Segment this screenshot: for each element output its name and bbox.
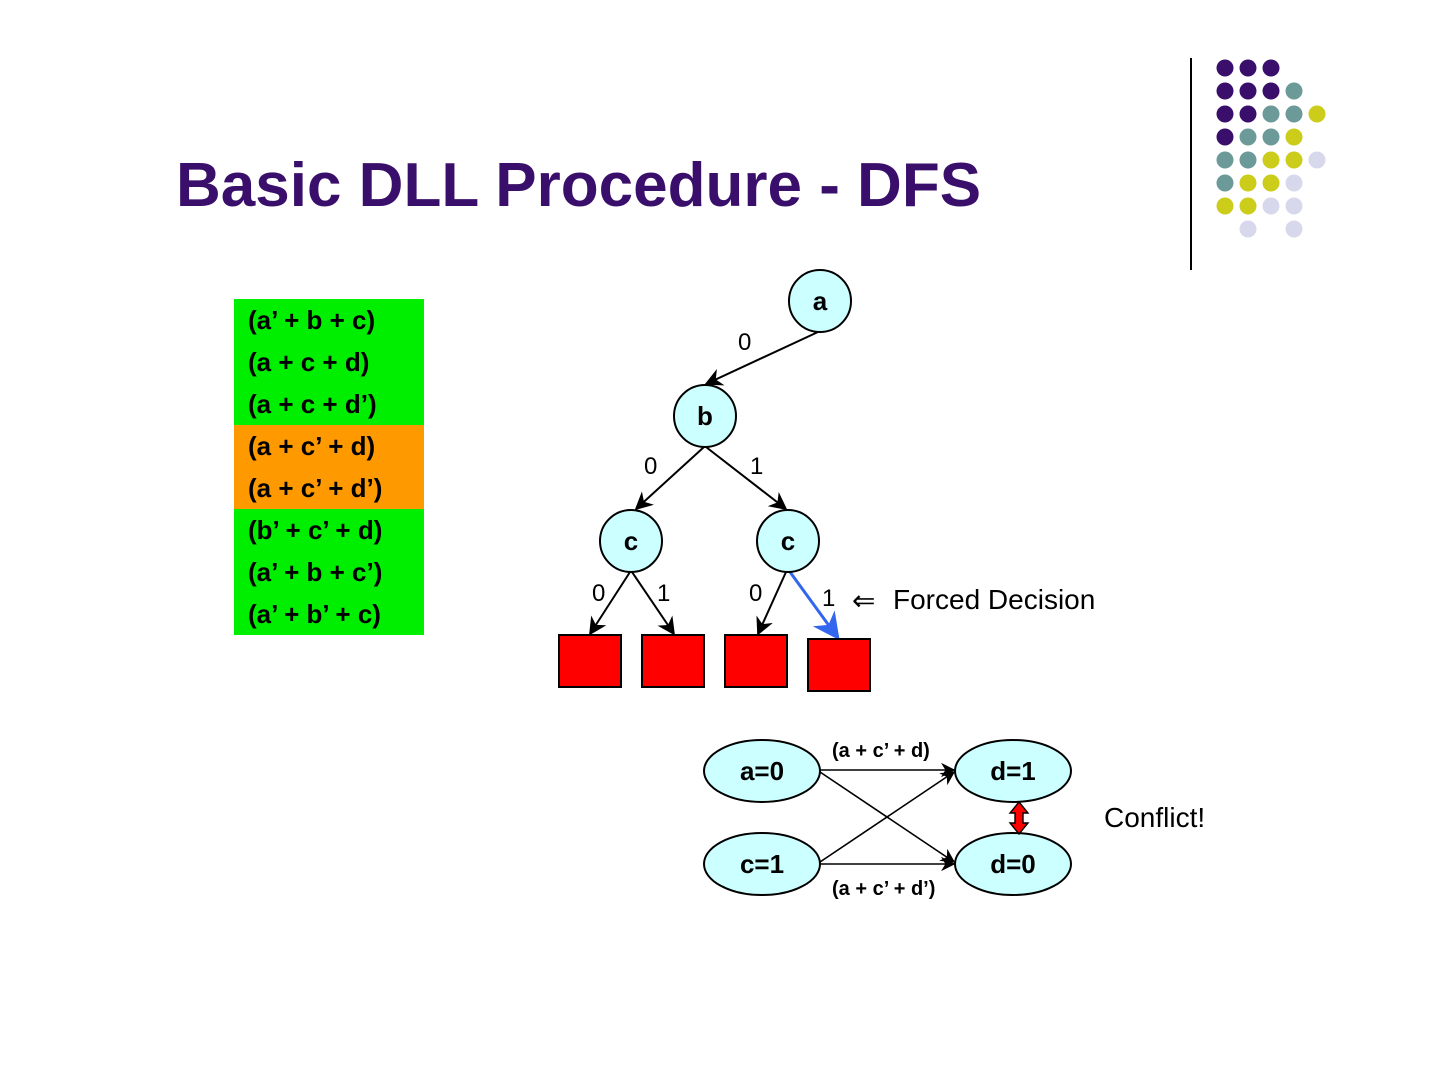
edge-label-a-b: 0 (738, 329, 751, 356)
forced-decision-label: Forced Decision (893, 584, 1095, 615)
clause-row: (a’ + b + c’) (234, 551, 424, 593)
decorative-divider (1190, 58, 1192, 270)
edge-label-leaf2: 1 (657, 580, 670, 607)
edge-label-leaf4: 1 (822, 585, 835, 612)
impl-top-clause-label: (a + c’ + d) (832, 740, 930, 762)
clause-row: (a’ + b + c) (234, 299, 424, 341)
edge-b-c-right (705, 446, 788, 511)
tree-node-c-left: c (599, 509, 663, 573)
edge-label-leaf3: 0 (749, 580, 762, 607)
clause-list: (a’ + b + c)(a + c + d)(a + c + d’)(a + … (234, 299, 424, 635)
edge-label-b-c-right: 1 (750, 453, 763, 480)
tree-node-b-label: b (697, 401, 713, 431)
edge-label-leaf1: 0 (592, 580, 605, 607)
impl-node-a0: a=0 (703, 739, 821, 803)
clause-row: (a + c + d) (234, 341, 424, 383)
clause-row: (a + c + d’) (234, 383, 424, 425)
impl-edge-c1-d1 (819, 771, 956, 863)
clause-row: (a + c’ + d’) (234, 467, 424, 509)
impl-bottom-clause-label: (a + c’ + d’) (832, 878, 935, 900)
impl-node-a0-label: a=0 (740, 756, 784, 786)
impl-node-d1: d=1 (954, 739, 1072, 803)
leaf-conflict-1 (558, 634, 622, 688)
leaf-conflict-3 (724, 634, 788, 688)
conflict-label: Conflict! (1104, 802, 1205, 833)
tree-node-a: a (788, 269, 852, 333)
tree-node-c-right-label: c (781, 526, 795, 556)
impl-node-d0-label: d=0 (990, 849, 1036, 879)
impl-node-c1: c=1 (703, 832, 821, 896)
tree-node-a-label: a (813, 286, 828, 316)
impl-node-d1-label: d=1 (990, 756, 1036, 786)
edge-b-c-left (634, 446, 705, 511)
slide-title: Basic DLL Procedure - DFS (176, 151, 982, 220)
edge-c-right-leaf3 (756, 571, 787, 636)
edge-label-b-c-left: 0 (644, 453, 657, 480)
impl-node-d0: d=0 (954, 832, 1072, 896)
edge-c-left-leaf1 (589, 571, 631, 636)
clause-row: (b’ + c’ + d) (234, 509, 424, 551)
leaf-conflict-2 (641, 634, 705, 688)
leaf-conflict-4 (807, 638, 871, 692)
tree-node-c-left-label: c (624, 526, 638, 556)
forced-decision-arrow-symbol: ⇐ (852, 585, 875, 616)
conflict-double-arrow-icon (1008, 800, 1030, 836)
tree-node-c-right: c (756, 509, 820, 573)
clause-row: (a + c’ + d) (234, 425, 424, 467)
edge-c-left-leaf2 (631, 571, 676, 636)
tree-node-b: b (673, 384, 737, 448)
edge-forced-decision (788, 571, 840, 641)
edge-a-b (704, 331, 819, 386)
impl-node-c1-label: c=1 (740, 849, 784, 879)
clause-row: (a’ + b’ + c) (234, 593, 424, 635)
